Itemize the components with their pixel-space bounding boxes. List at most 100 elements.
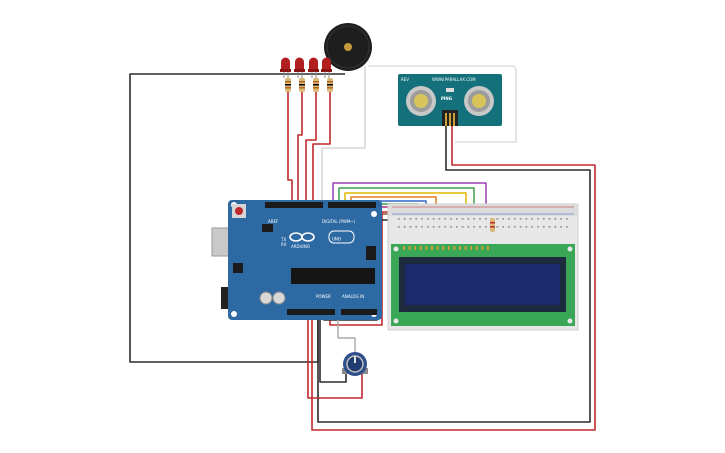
wire-led-2 — [297, 90, 303, 200]
wire-led-4 — [312, 90, 331, 200]
led-1 — [280, 57, 291, 92]
breadboard-hole — [461, 226, 464, 228]
lcd-pin — [419, 246, 422, 250]
breadboard-hole — [560, 218, 562, 220]
sensor-rev: REV — [401, 77, 409, 82]
breadboard-hole — [438, 226, 441, 228]
led-2 — [294, 57, 305, 92]
rx-label: RX — [281, 242, 287, 247]
breadboard-hole — [398, 218, 400, 220]
wire-pot-wiper — [337, 318, 356, 352]
power-header — [287, 309, 335, 315]
board-brand: ARDUINO — [291, 244, 310, 249]
breadboard-hole — [432, 218, 435, 220]
breadboard-hole — [531, 218, 533, 220]
wire-sensor-gnd — [317, 126, 591, 423]
breadboard-hole — [548, 218, 551, 220]
breadboard-hole — [415, 218, 417, 220]
lcd-pin — [487, 246, 489, 250]
lcd-pin — [459, 246, 461, 250]
wire-buzzer-signal — [321, 66, 366, 200]
breadboard-hole — [554, 226, 557, 228]
breadboard-hole — [444, 226, 446, 228]
breadboard-hole — [502, 218, 504, 220]
lcd-pin — [464, 246, 467, 250]
breadboard-hole — [502, 226, 504, 228]
breadboard-hole — [485, 226, 487, 228]
buzzer-hole — [344, 43, 352, 51]
breadboard-hole — [537, 218, 539, 220]
buzzer — [324, 23, 372, 71]
arduino-logo-icon — [289, 232, 315, 242]
breadboard-hole — [421, 218, 423, 220]
breadboard-hole — [398, 226, 400, 228]
breadboard-hole — [496, 218, 499, 220]
analog-label: ANALOG IN — [342, 294, 364, 299]
breadboard-hole — [537, 226, 539, 228]
board-body — [228, 200, 382, 320]
breadboard-resistor — [490, 218, 495, 232]
lcd-pin — [408, 246, 411, 250]
lcd-pin — [403, 246, 405, 250]
breadboard-hole — [427, 226, 429, 228]
breadboard-hole — [432, 226, 435, 228]
led-4 — [321, 57, 333, 92]
breadboard-hole — [508, 218, 510, 220]
breadboard-hole — [508, 226, 510, 228]
lcd-pin — [447, 246, 450, 250]
lcd-pin — [470, 246, 473, 250]
microcontroller-chip — [291, 268, 375, 284]
digital-header-2 — [328, 202, 376, 208]
breadboard-hole — [450, 226, 452, 228]
lcd-pin — [431, 246, 433, 250]
breadboard-hole — [485, 218, 487, 220]
breadboard-hole — [467, 226, 470, 228]
lcd-screen — [405, 264, 560, 305]
lcd-pin — [425, 246, 428, 250]
lcd-pin — [481, 246, 484, 250]
breadboard-hole — [427, 218, 429, 220]
breadboard-hole — [519, 226, 522, 228]
breadboard-hole — [519, 218, 522, 220]
lcd-pin — [453, 246, 456, 250]
arduino-uno: DIGITAL (PWM~) AREF ARDUINO UNO TX RX PO… — [211, 200, 382, 320]
breadboard-hole — [543, 218, 545, 220]
sensor-brand: PING — [441, 96, 452, 101]
wire-sensor-vcc — [311, 126, 596, 431]
breadboard-hole — [543, 226, 545, 228]
ultrasonic-sensor: WWW.PARALLAX.COM REV PING — [398, 74, 502, 126]
breadboard-hole — [456, 218, 458, 220]
wire-sensor-outline — [368, 65, 517, 143]
breadboard-hole — [461, 218, 464, 220]
breadboard-hole — [531, 226, 533, 228]
led-3 — [308, 57, 319, 92]
breadboard-hole — [566, 218, 568, 220]
buzzer-rim — [326, 25, 370, 69]
lcd-pin — [442, 246, 445, 250]
breadboard-hole — [548, 226, 551, 228]
breadboard-hole — [467, 218, 470, 220]
breadboard-hole — [444, 218, 446, 220]
breadboard-hole — [560, 226, 562, 228]
board-model: UNO — [332, 237, 341, 242]
led-group — [280, 57, 333, 92]
breadboard-hole — [438, 218, 441, 220]
breadboard-hole — [525, 226, 528, 228]
breadboard-hole — [479, 226, 481, 228]
digital-header-1 — [265, 202, 323, 208]
breadboard-hole — [514, 218, 516, 220]
breadboard-hole — [415, 226, 417, 228]
wire-led-1 — [287, 90, 293, 200]
breadboard-hole — [403, 218, 406, 220]
potentiometer — [342, 352, 368, 376]
breadboard-hole — [421, 226, 423, 228]
aref-label: AREF — [268, 219, 279, 224]
capacitor-1 — [259, 291, 273, 305]
breadboard-hole — [456, 226, 458, 228]
breadboard-hole — [496, 226, 499, 228]
breadboard-hole — [525, 218, 528, 220]
lcd-pin — [436, 246, 439, 250]
breadboard-hole — [409, 218, 412, 220]
breadboard-hole — [479, 218, 481, 220]
